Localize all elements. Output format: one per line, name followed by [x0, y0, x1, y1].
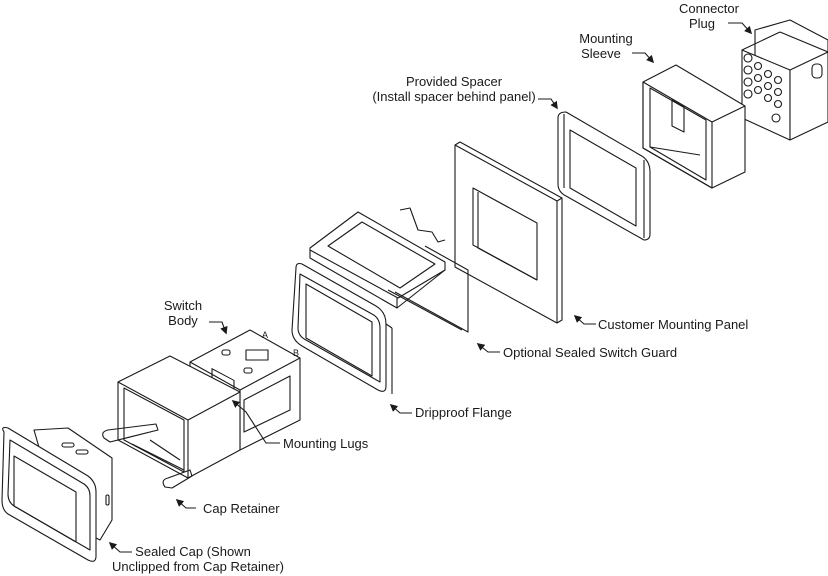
label-cap-retainer: Cap Retainer: [203, 501, 280, 516]
label-dripproof-flange: Dripproof Flange: [415, 405, 512, 420]
label-mounting-sleeve: Mounting Sleeve: [571, 31, 641, 61]
switch-marking-b: B: [293, 348, 299, 358]
label-mounting-lugs: Mounting Lugs: [283, 436, 369, 451]
label-switch-body-line2: Body: [168, 313, 198, 328]
customer-mounting-panel-drawing: [454, 141, 563, 324]
label-mounting-sleeve-line1: Mounting: [579, 31, 633, 46]
label-sealed-cap-line2: Unclipped from Cap Retainer): [112, 559, 284, 574]
label-connector-plug: Connector Plug: [666, 1, 752, 31]
mounting-sleeve-drawing: [642, 64, 746, 189]
connector-plug-drawing: [741, 19, 828, 141]
dripproof-flange-drawing: [291, 262, 393, 394]
label-provided-spacer: Provided Spacer (Install spacer behind p…: [364, 74, 544, 104]
provided-spacer-drawing: [557, 111, 651, 241]
label-mounting-sleeve-line2: Sleeve: [581, 46, 621, 61]
label-switch-body-line1: Switch: [163, 298, 203, 313]
label-connector-plug-line1: Connector: [679, 1, 739, 16]
label-connector-plug-line2: Plug: [688, 16, 716, 31]
label-provided-spacer-line2: (Install spacer behind panel): [372, 89, 536, 104]
label-sealed-cap-line1: Sealed Cap (Shown: [135, 544, 251, 559]
label-customer-mounting-panel: Customer Mounting Panel: [598, 317, 749, 332]
cap-retainer-drawing: [102, 355, 241, 489]
label-switch-body: Switch Body: [158, 298, 208, 328]
leader-lines: [108, 22, 753, 553]
optional-sealed-switch-guard-drawing: [309, 207, 469, 333]
connector-pins: [743, 53, 783, 123]
switch-marking-a: A: [262, 330, 268, 340]
label-provided-spacer-line1: Provided Spacer: [405, 74, 503, 89]
label-sealed-cap: Sealed Cap (Shown Unclipped from Cap Ret…: [108, 544, 288, 574]
label-optional-sealed-switch-guard: Optional Sealed Switch Guard: [503, 345, 678, 360]
sealed-cap-drawing: [1, 426, 113, 562]
